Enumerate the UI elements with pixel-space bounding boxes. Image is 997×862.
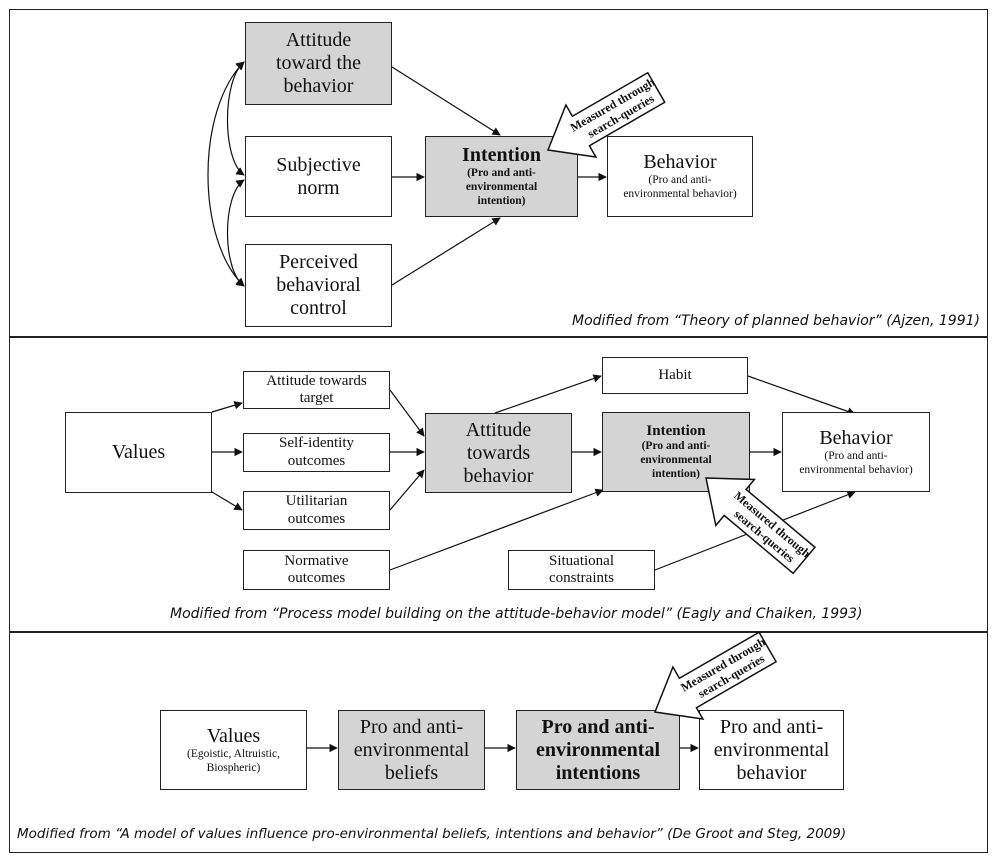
caption-panel-3: Modified from “A model of values influen… [17,826,847,842]
caption-panel-2: Modified from “Process model building on… [170,606,863,622]
box-intentions: Pro and anti- environmental intentions [516,710,680,790]
behavior-subtitle: (Pro and anti- environmental behavior) [623,174,737,200]
intention-2-subtitle: (Pro and anti- environmental intention) [640,439,712,480]
values-label: Values [111,441,166,463]
box-subjective-norm: Subjective norm [245,136,392,217]
beliefs-label: Pro and anti- environmental beliefs [353,715,470,784]
perceived-control-label: Perceived behavioral control [276,251,361,319]
box-intention: Intention (Pro and anti- environmental i… [425,136,578,217]
utilitarian-label: Utilitarian outcomes [285,493,348,527]
box-self-identity-outcomes: Self-identity outcomes [243,433,390,472]
box-values: Values [65,412,212,493]
caption-panel-1: Modified from “Theory of planned behavio… [571,313,980,329]
subjective-norm-label: Subjective norm [276,153,361,199]
self-identity-label: Self-identity outcomes [279,435,354,469]
behavior-2-subtitle: (Pro and anti- environmental behavior) [799,449,913,476]
attitude-behavior-label: Attitude towards behavior [463,418,534,487]
box-attitude-towards-target: Attitude towards target [243,371,390,409]
box-utilitarian-outcomes: Utilitarian outcomes [243,491,390,530]
box-attitude-towards-behavior: Attitude towards behavior [425,413,572,493]
box-behavior-2: Behavior (Pro and anti- environmental be… [782,412,930,492]
behavior-3-label: Pro and anti- environmental behavior [713,715,830,784]
box-behavior: Behavior (Pro and anti- environmental be… [607,136,753,217]
intentions-label: Pro and anti- environmental intentions [535,715,661,784]
values-3-subtitle: (Egoistic, Altruistic, Biospheric) [187,747,280,774]
values-3-title: Values [206,724,261,747]
box-habit: Habit [602,357,748,394]
intention-subtitle: (Pro and anti- environmental intention) [465,167,538,207]
attitude-target-label: Attitude towards target [266,372,367,406]
box-attitude-toward-behavior: Attitude toward the behavior [245,22,392,105]
box-behavior-3: Pro and anti- environmental behavior [699,710,844,790]
habit-label: Habit [658,366,692,383]
box-beliefs: Pro and anti- environmental beliefs [338,710,485,790]
box-intention-2: Intention (Pro and anti- environmental i… [602,412,750,492]
intention-2-title: Intention [646,422,706,439]
box-perceived-behavioral-control: Perceived behavioral control [245,244,392,327]
attitude-label: Attitude toward the behavior [276,29,361,97]
normative-label: Normative outcomes [284,552,349,586]
box-situational-constraints: Situational constraints [508,550,655,590]
box-normative-outcomes: Normative outcomes [243,550,390,590]
intention-title: Intention [462,144,541,167]
behavior-2-title: Behavior [819,426,893,449]
box-values-3: Values (Egoistic, Altruistic, Biospheric… [160,710,307,790]
situational-label: Situational constraints [549,552,614,586]
behavior-title: Behavior [643,151,717,174]
